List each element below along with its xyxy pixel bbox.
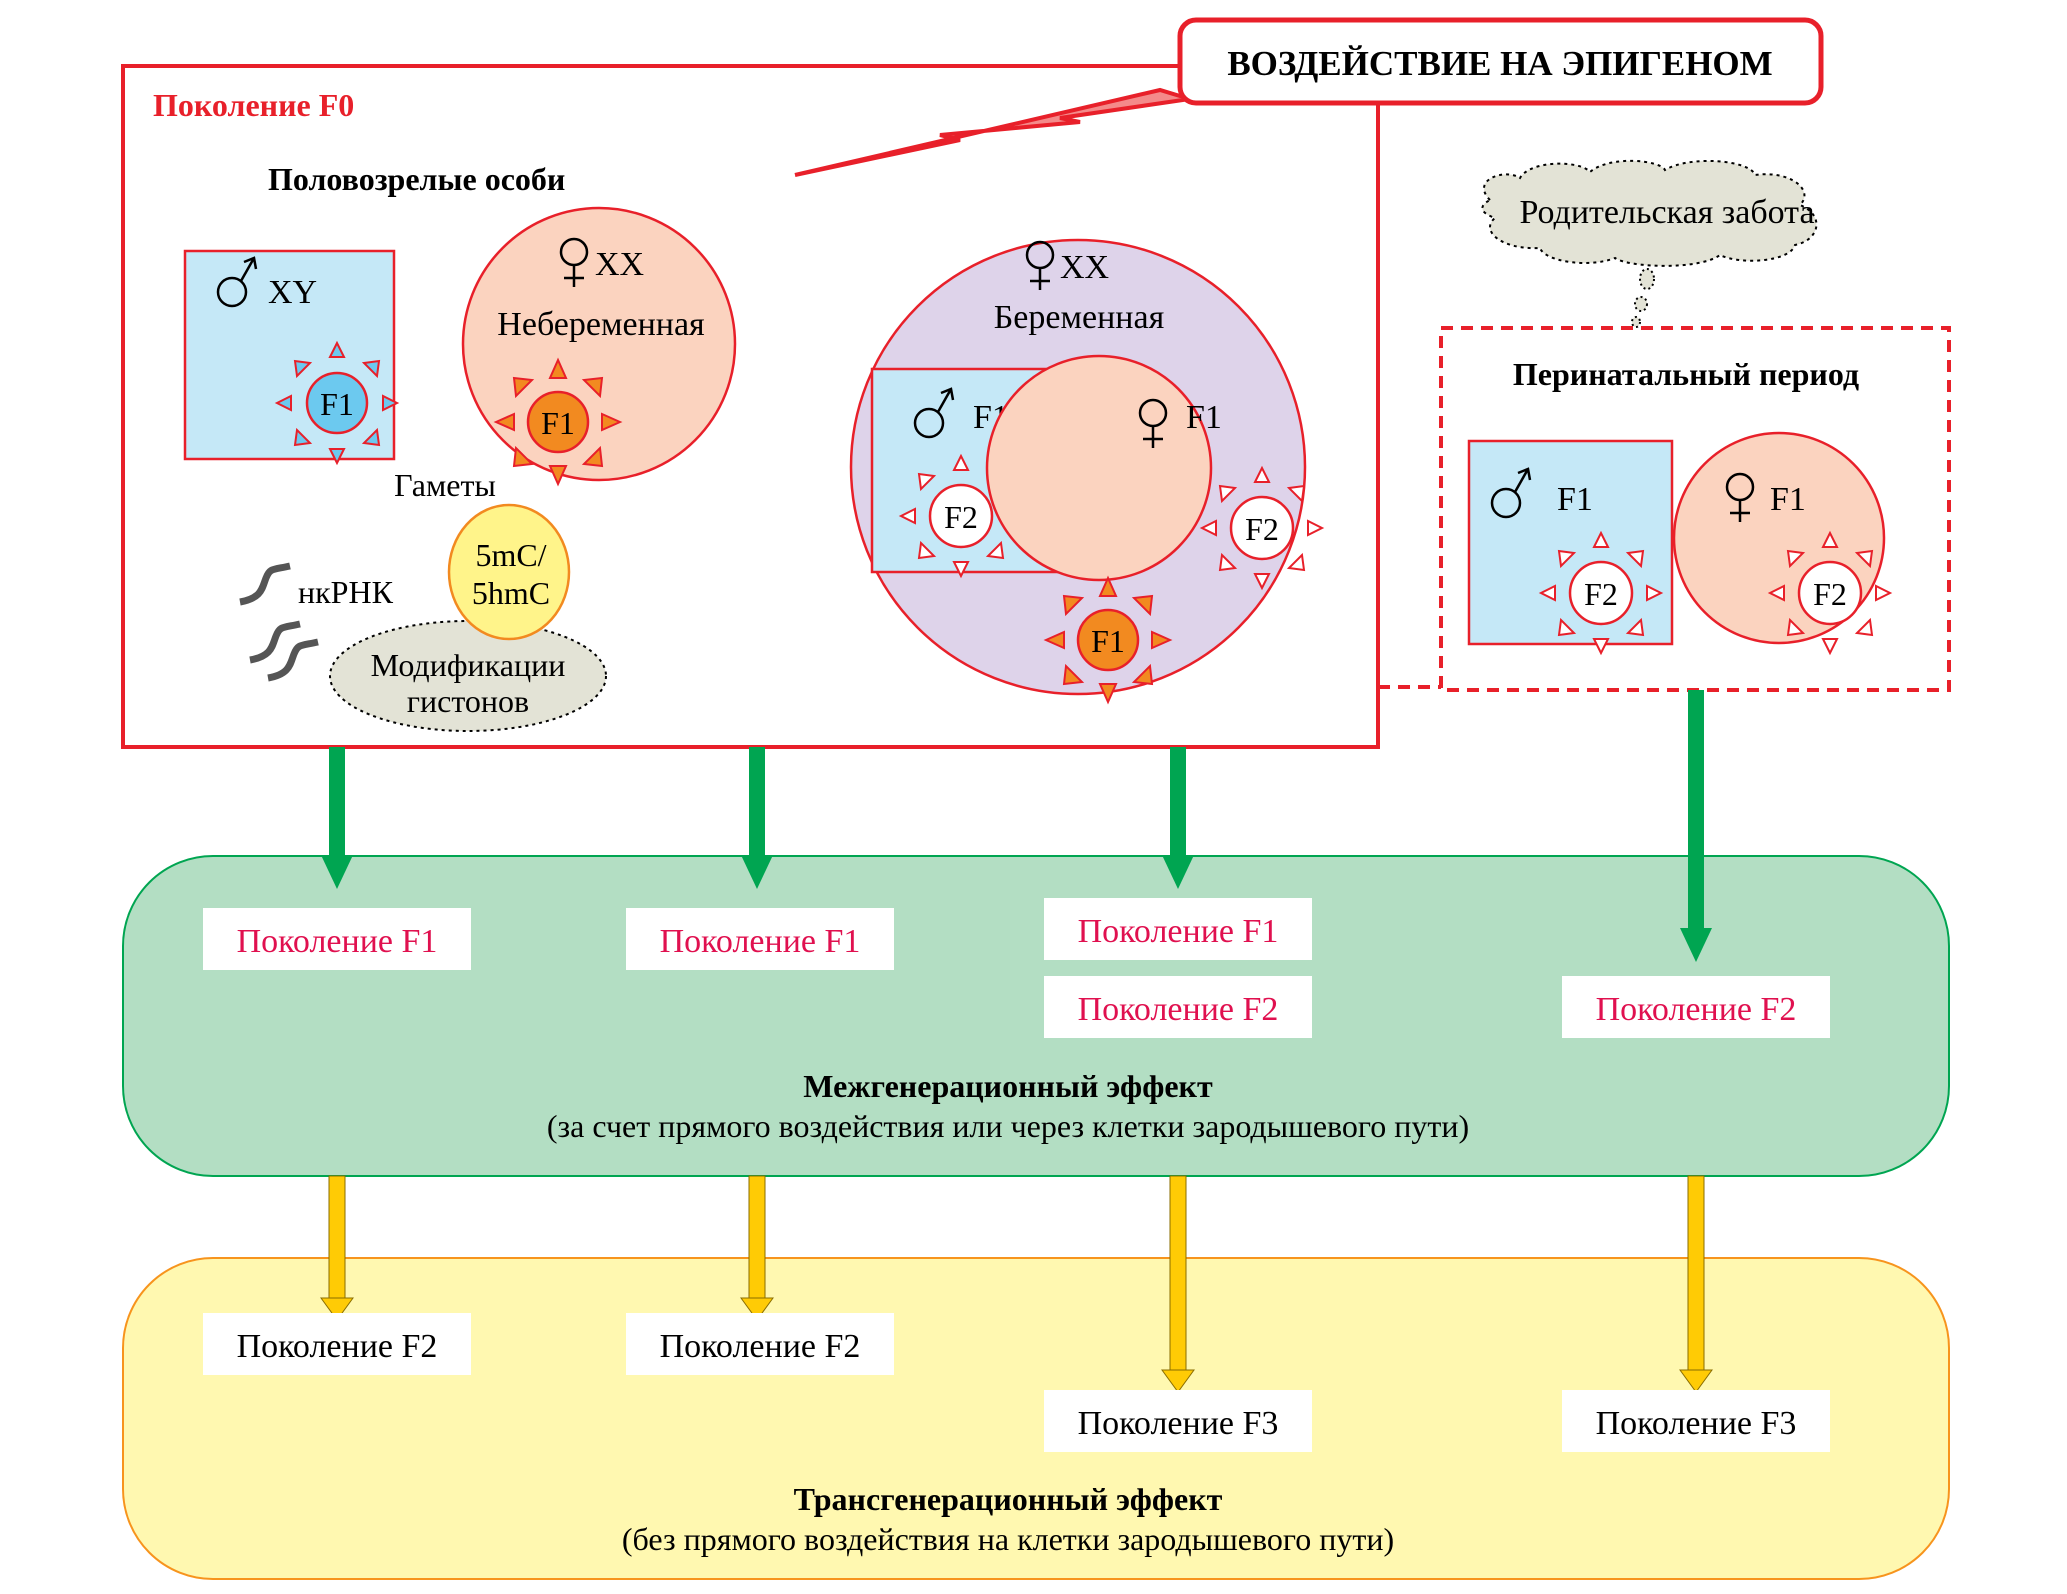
label-box — [1562, 976, 1830, 1038]
male-symbol-icon — [1490, 467, 1532, 519]
label-box — [203, 1313, 471, 1375]
label-box — [626, 908, 894, 970]
label-box — [1044, 976, 1312, 1038]
generation-label: Поколение F2 — [1596, 991, 1797, 1028]
fetus-female-label: F1 — [1186, 399, 1222, 436]
oocyte-gamete-icon: F1 — [493, 357, 623, 487]
fetus-female-gamete-label: F2 — [1245, 511, 1279, 547]
pregnant-oocyte-label: F1 — [1091, 623, 1125, 659]
dna-methylation-line1: 5mC/ — [475, 537, 546, 573]
perinatal-male-gamete-icon: F2 — [1538, 530, 1664, 656]
yellow-arrow — [320, 1175, 354, 1321]
yellow-arrow — [1679, 1175, 1713, 1393]
generation-label: Поколение F3 — [1078, 1405, 1279, 1442]
parental-care-cloud — [1481, 159, 1818, 328]
transgenerational-panel — [122, 1257, 1950, 1580]
intergenerational-labels: Поколение F1 Поколение F1 Поколение F1 П… — [203, 898, 1830, 1038]
female-symbol-icon — [1725, 472, 1755, 522]
yellow-arrows — [320, 1175, 1713, 1393]
parental-care-label: Родительская забота — [1519, 194, 1814, 231]
histone-label-line2: гистонов — [407, 683, 529, 719]
histone-modifications-ellipse — [329, 620, 607, 732]
label-box — [1562, 1390, 1830, 1452]
female-symbol-icon — [1138, 398, 1168, 448]
dna-methylation-line2: 5hmC — [472, 575, 550, 611]
fetus-female-circle — [985, 354, 1213, 582]
adults-label: Половозрелые особи — [268, 161, 565, 197]
yellow-arrow — [740, 1175, 774, 1321]
oocyte-label: F1 — [541, 405, 575, 441]
gametes-label: Гаметы — [394, 467, 496, 503]
lightning-icon — [794, 87, 1211, 177]
label-box — [1044, 898, 1312, 960]
intergenerational-title: Межгенерационный эффект — [803, 1068, 1213, 1104]
generation-label: Поколение F2 — [1078, 991, 1279, 1028]
generation-label: Поколение F2 — [237, 1328, 438, 1365]
generation-label: Поколение F1 — [1078, 913, 1279, 950]
green-arrow — [741, 747, 773, 889]
intergenerational-subtitle: (за счет прямого воздействия или через к… — [547, 1108, 1469, 1144]
epigenome-impact-title: ВОЗДЕЙСТВИЕ НА ЭПИГЕНОМ — [1227, 44, 1772, 83]
perinatal-male-gamete-label: F2 — [1584, 576, 1618, 612]
perinatal-male-label: F1 — [1557, 481, 1593, 518]
label-box — [1044, 1390, 1312, 1452]
transgenerational-subtitle: (без прямого воздействия на клетки зарод… — [622, 1521, 1394, 1557]
ncrna-squiggle-icon — [239, 562, 319, 682]
pregnant-oocyte-icon: F1 — [1043, 575, 1173, 705]
fetus-male-gamete-label: F2 — [944, 499, 978, 535]
yellow-arrow — [1161, 1175, 1195, 1393]
histone-label-line1: Модификации — [371, 647, 566, 683]
perinatal-label: Перинатальный период — [1513, 356, 1859, 392]
male-genotype: XY — [268, 274, 317, 311]
ncrna-label: нкРНК — [298, 574, 394, 610]
perinatal-female-gamete-icon: F2 — [1767, 530, 1893, 656]
green-arrow — [1680, 690, 1712, 962]
label-box — [203, 908, 471, 970]
male-symbol-icon — [913, 387, 955, 439]
generation-label: Поколение F1 — [237, 923, 438, 960]
generation-label: Поколение F2 — [660, 1328, 861, 1365]
transgenerational-labels: Поколение F2 Поколение F2 Поколение F3 П… — [203, 1313, 1830, 1452]
female-symbol-icon — [559, 237, 589, 287]
f0-label: Поколение F0 — [153, 87, 354, 123]
male-symbol-icon — [216, 256, 258, 308]
female-genotype: XX — [595, 246, 644, 283]
epigenome-impact-box — [1177, 17, 1824, 106]
perinatal-female-label: F1 — [1770, 481, 1806, 518]
intergenerational-panel — [122, 855, 1950, 1177]
fetus-female-gamete-icon: F2 — [1199, 465, 1325, 591]
transgenerational-title: Трансгенерационный эффект — [794, 1481, 1223, 1517]
perinatal-female-gamete-label: F2 — [1813, 576, 1847, 612]
green-arrows — [321, 690, 1712, 962]
green-arrow — [321, 747, 353, 889]
pregnant-label: Беременная — [994, 299, 1165, 336]
green-arrow — [1162, 747, 1194, 889]
generation-label: Поколение F1 — [660, 923, 861, 960]
sperm-label: F1 — [320, 386, 354, 422]
female-symbol-icon — [1025, 240, 1055, 290]
label-box — [626, 1313, 894, 1375]
dna-methylation-circle — [447, 503, 571, 641]
perinatal-male-box — [1467, 439, 1674, 646]
nonpregnant-label: Небеременная — [497, 306, 705, 343]
sperm-gamete-icon: F1 — [274, 340, 400, 466]
pregnant-genotype: XX — [1060, 249, 1109, 286]
generation-label: Поколение F3 — [1596, 1405, 1797, 1442]
